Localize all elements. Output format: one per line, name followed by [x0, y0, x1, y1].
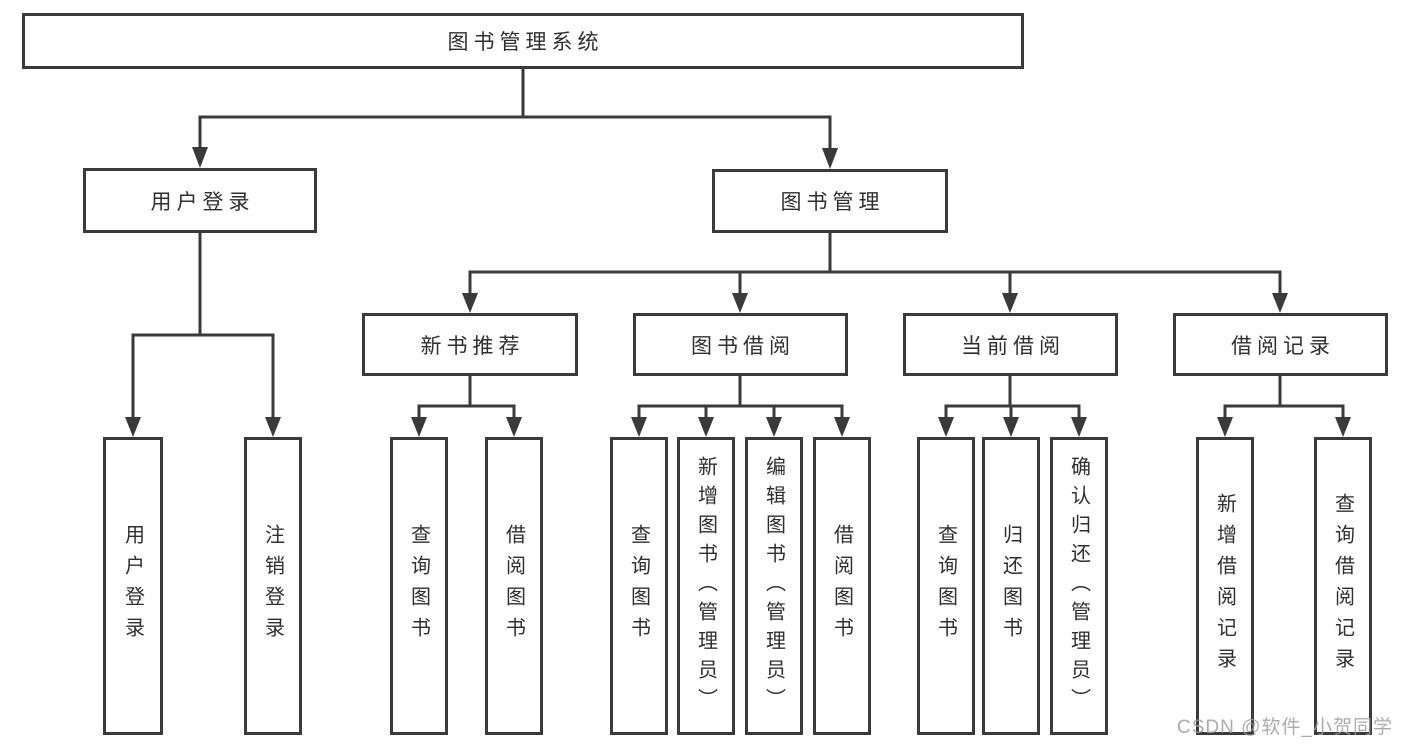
- node-book-management-label: 图书管理: [780, 191, 885, 214]
- leaf-logout-label: 注销登录: [261, 524, 284, 648]
- leaf-return-book-label: 归还图书: [999, 524, 1022, 648]
- leaf-user-login: 用户登录: [103, 437, 163, 735]
- leaf-confirm-return-admin-label: 确认归还（管理员）: [1067, 455, 1090, 717]
- node-user-login: 用户登录: [83, 168, 317, 233]
- leaf-borrow-add-admin-label: 新增图书（管理员）: [694, 455, 717, 717]
- leaf-borrow-query-label: 查询图书: [627, 524, 650, 648]
- leaf-return-book: 归还图书: [982, 437, 1040, 735]
- csdn-watermark: CSDN @软件_小贺同学: [1177, 717, 1393, 738]
- node-root: 图书管理系统: [22, 13, 1024, 69]
- node-new-book-recommend-label: 新书推荐: [420, 334, 525, 358]
- leaf-borrow-add-admin: 新增图书（管理员）: [677, 437, 735, 735]
- leaf-user-login-label: 用户登录: [121, 524, 144, 648]
- node-borrow-record: 借阅记录: [1173, 313, 1388, 376]
- arrowheads: [125, 147, 1351, 437]
- node-user-login-label: 用户登录: [150, 190, 255, 214]
- leaf-borrow-query: 查询图书: [610, 437, 668, 735]
- leaf-query-borrow-record: 查询借阅记录: [1314, 437, 1372, 735]
- leaf-borrow-book-label: 借阅图书: [830, 524, 853, 648]
- node-current-borrow-label: 当前借阅: [961, 334, 1065, 358]
- node-current-borrow: 当前借阅: [903, 313, 1118, 376]
- node-book-borrow-label: 图书借阅: [691, 334, 795, 358]
- leaf-current-query-label: 查询图书: [934, 524, 957, 648]
- leaf-current-query: 查询图书: [917, 437, 975, 735]
- leaf-add-borrow-record-label: 新增借阅记录: [1213, 493, 1236, 679]
- leaf-query-borrow-record-label: 查询借阅记录: [1331, 493, 1354, 679]
- node-borrow-record-label: 借阅记录: [1231, 334, 1335, 358]
- node-book-borrow: 图书借阅: [633, 313, 848, 376]
- leaf-logout: 注销登录: [244, 437, 302, 735]
- leaf-borrow-edit-admin-label: 编辑图书（管理员）: [762, 455, 785, 717]
- leaf-newbook-query: 查询图书: [390, 437, 448, 735]
- leaf-newbook-query-label: 查询图书: [407, 524, 430, 648]
- leaf-confirm-return-admin: 确认归还（管理员）: [1050, 437, 1108, 735]
- node-root-label: 图书管理系统: [447, 31, 604, 54]
- node-new-book-recommend: 新书推荐: [362, 313, 578, 376]
- leaf-borrow-edit-admin: 编辑图书（管理员）: [745, 437, 803, 735]
- leaf-add-borrow-record: 新增借阅记录: [1196, 437, 1254, 735]
- leaf-newbook-borrow: 借阅图书: [485, 437, 543, 735]
- leaf-newbook-borrow-label: 借阅图书: [502, 524, 525, 648]
- node-book-management: 图书管理: [712, 169, 948, 233]
- leaf-borrow-book: 借阅图书: [813, 437, 871, 735]
